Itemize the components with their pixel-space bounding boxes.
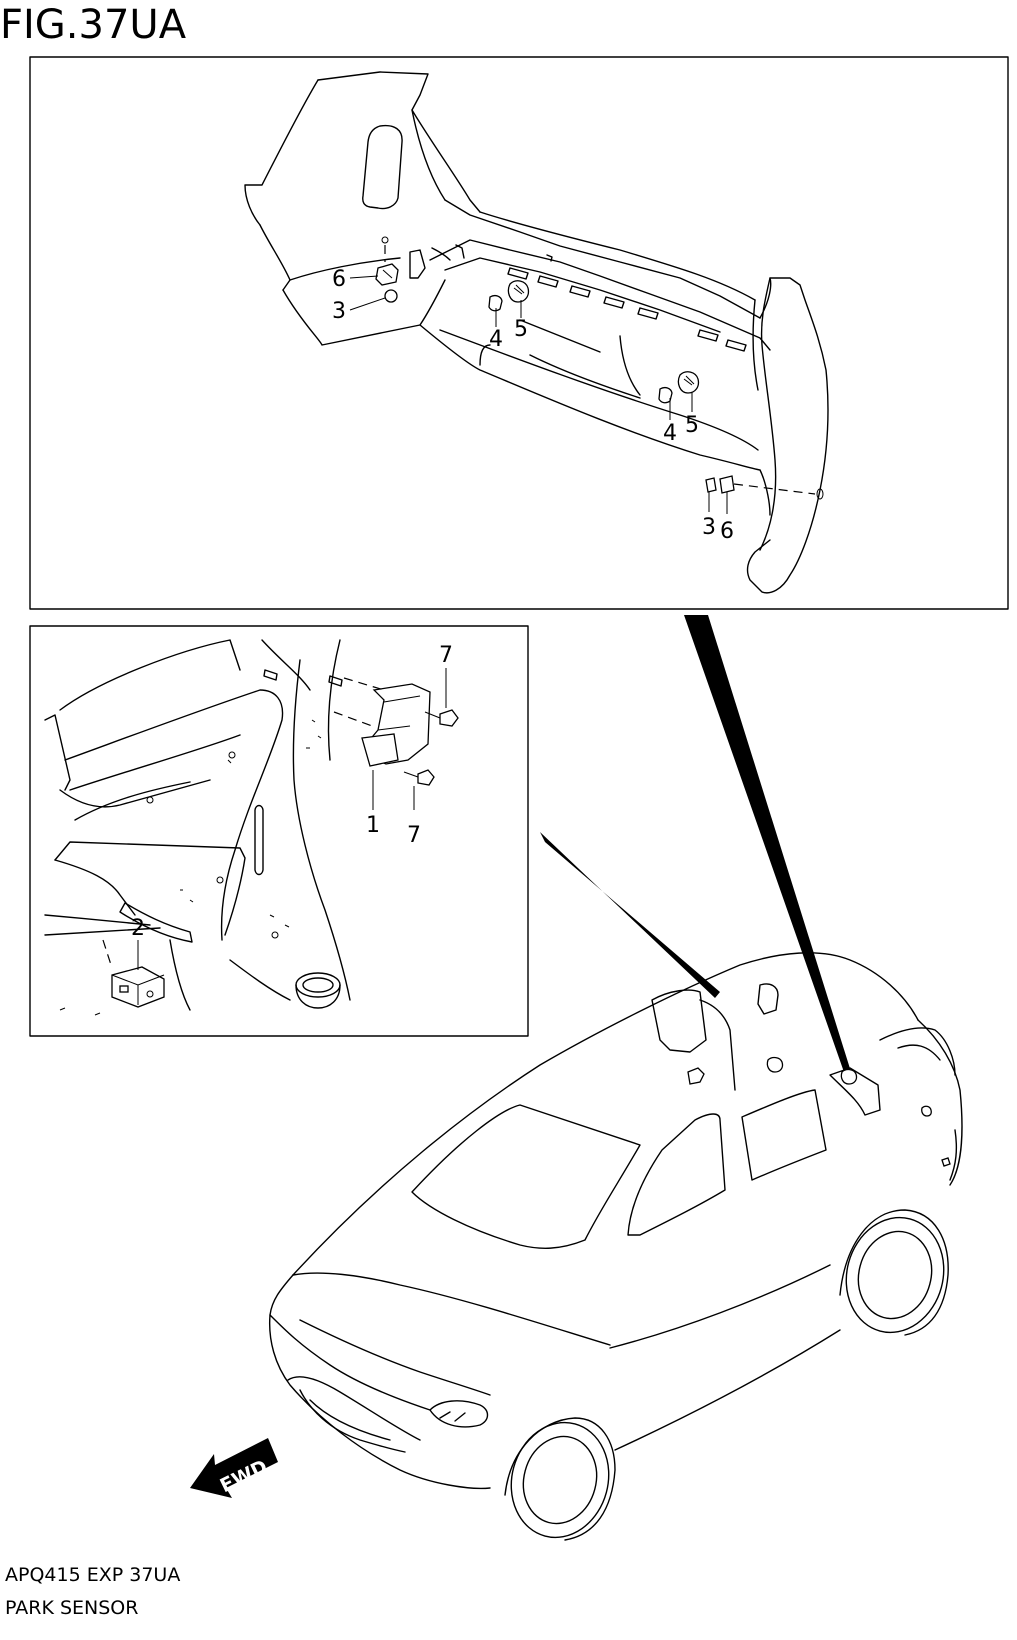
bumper-leader-lines <box>349 275 728 514</box>
control-module <box>111 966 165 1008</box>
interior-structure-drawing <box>44 639 351 1016</box>
inset-panel: 7 1 7 2 <box>29 625 529 1037</box>
sensor-left <box>384 289 398 303</box>
fwd-arrow: FWD <box>190 1438 278 1498</box>
callout-bumper-7: 3 <box>702 515 716 540</box>
callout-bumper-2: 3 <box>332 299 346 324</box>
fwd-arrow-shape <box>190 1438 278 1498</box>
pointer-wedge-bumper <box>684 615 852 1075</box>
inset-panel-frame <box>29 625 529 1037</box>
callout-bumper-3: 4 <box>489 327 503 352</box>
bumper-panel-frame <box>29 56 1009 610</box>
callout-inset-3: 7 <box>407 823 421 848</box>
pointer-wedge-inset <box>540 832 720 998</box>
callout-bumper-8: 6 <box>720 519 734 544</box>
install-line-module <box>102 939 113 969</box>
callout-bumper-4: 5 <box>514 317 528 342</box>
figure-name: PARK SENSOR <box>5 1597 139 1619</box>
callout-bumper-1: 6 <box>332 267 346 292</box>
sensor-bracket <box>361 683 431 767</box>
callout-inset-2: 1 <box>366 813 380 838</box>
install-lines-bracket <box>333 677 385 727</box>
bolt-upper <box>424 709 459 727</box>
figure-code: APQ415 EXP 37UA <box>5 1564 181 1586</box>
callout-inset-1: 7 <box>439 643 453 668</box>
sensor-center-left <box>488 294 503 312</box>
bumper-panel: 6 3 4 5 4 5 3 6 <box>29 56 1009 610</box>
bolt-lower <box>403 769 435 786</box>
rear-bumper-drawing <box>244 71 829 594</box>
callout-bumper-5: 4 <box>663 421 677 446</box>
vehicle-drawing <box>268 952 963 1541</box>
bumper-sensor-parts <box>375 236 824 500</box>
sensor-right <box>705 477 717 493</box>
figure-title: FIG.37UA <box>0 2 187 48</box>
sensor-holder-right <box>719 475 735 494</box>
inset-leader-lines <box>137 668 447 970</box>
install-line-right <box>733 483 816 495</box>
callout-bumper-6: 5 <box>685 413 699 438</box>
sensor-holder-left <box>375 263 399 286</box>
callout-inset-4: 2 <box>131 916 145 941</box>
